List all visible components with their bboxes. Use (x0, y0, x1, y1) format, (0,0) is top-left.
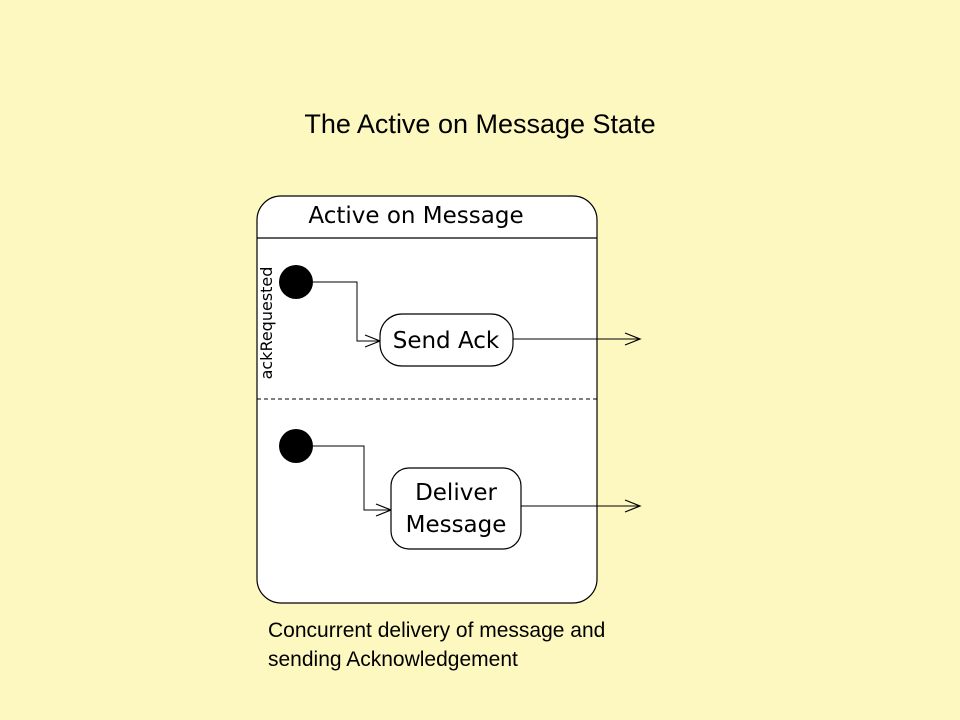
state-send-ack (379, 313, 514, 367)
composite-state-name: Active on Message (308, 203, 523, 229)
caption: Concurrent delivery of message and sendi… (268, 616, 605, 674)
guard-label: ackRequested (257, 267, 276, 380)
caption-line-2: sending Acknowledgement (268, 648, 518, 671)
state-deliver-label-line2: Message (406, 512, 507, 538)
initial-state-lower (279, 429, 313, 463)
page-title: The Active on Message State (304, 109, 656, 139)
transition-upper-initial (313, 281, 382, 348)
state-deliver-message (390, 467, 522, 550)
initial-state-upper (279, 265, 313, 299)
state-send-ack-label: Send Ack (393, 328, 500, 354)
state-deliver-label-line1: Deliver (415, 480, 497, 506)
transition-lower-initial (313, 445, 393, 517)
caption-line-1: Concurrent delivery of message and (268, 619, 606, 642)
